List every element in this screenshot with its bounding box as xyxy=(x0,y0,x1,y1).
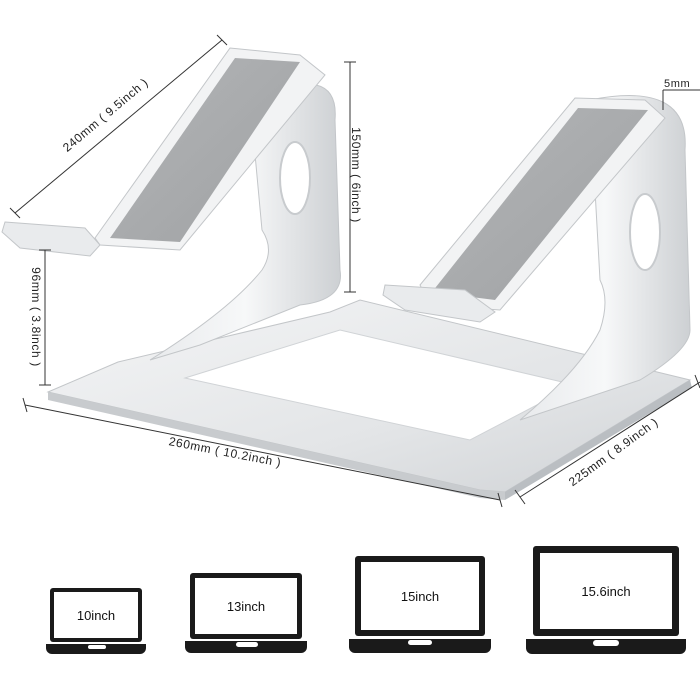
stand-right-arm xyxy=(519,95,691,421)
laptop-label: 15.6inch xyxy=(540,553,672,629)
dim-label-thickness: 5mm xyxy=(664,78,691,90)
laptop-stand-image xyxy=(1,34,700,508)
dim-line-length-top xyxy=(14,39,223,214)
dim-label-height-front: 96mm ( 3.8inch ) xyxy=(28,267,43,367)
dim-line-width-base xyxy=(24,404,501,501)
stand-left-top-plate xyxy=(1,47,326,257)
stand-left-arm xyxy=(149,83,341,361)
dim-label-height-total: 150mm ( 6inch ) xyxy=(348,127,363,223)
dimension-lines xyxy=(9,34,700,508)
laptop-15-6inch: 15.6inch xyxy=(526,546,686,659)
laptop-13inch: 13inch xyxy=(185,573,307,659)
product-illustration: 240mm ( 9.5inch ) 150mm ( 6inch ) 96mm (… xyxy=(1,34,700,508)
laptop-label: 10inch xyxy=(54,592,138,638)
stand-base xyxy=(46,299,692,500)
laptop-10inch: 10inch xyxy=(46,588,146,660)
stand-right-top-plate xyxy=(382,97,666,323)
dim-line-depth-base xyxy=(519,381,700,498)
laptop-15inch: 15inch xyxy=(349,556,491,658)
laptop-label: 15inch xyxy=(361,562,479,630)
laptop-label: 13inch xyxy=(195,578,297,634)
